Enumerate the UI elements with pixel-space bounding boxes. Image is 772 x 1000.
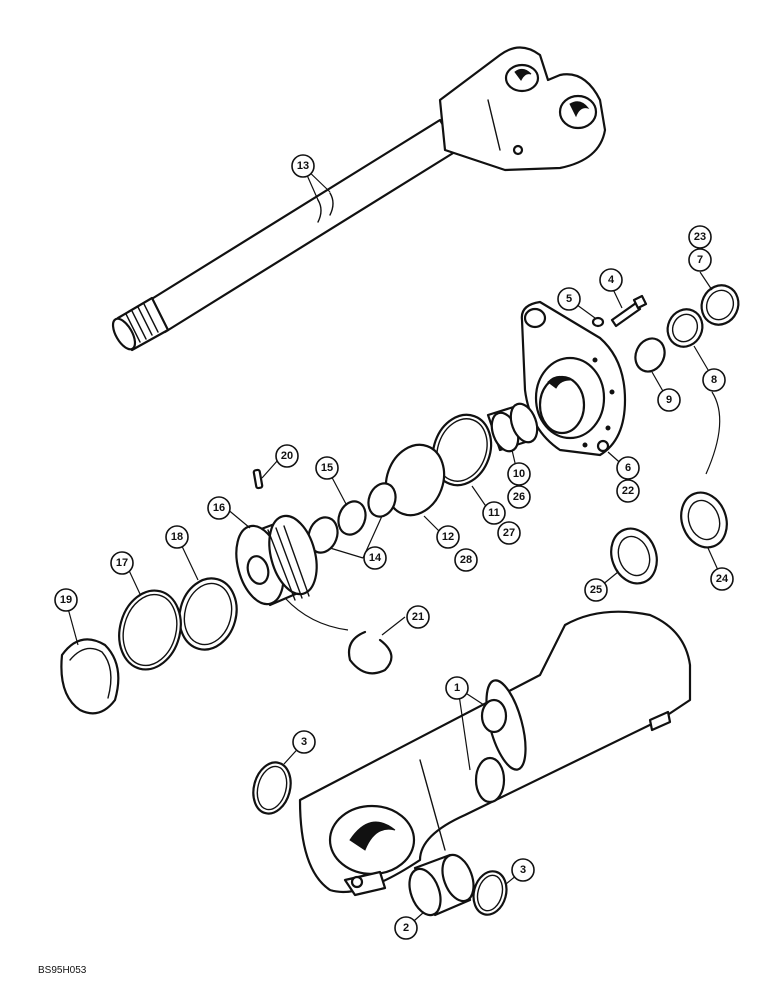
svg-text:15: 15 xyxy=(321,462,333,474)
callout-2: 2 xyxy=(394,916,418,940)
callout-18: 18 xyxy=(165,525,189,549)
callout-19: 19 xyxy=(54,588,78,612)
callout-17: 17 xyxy=(110,551,134,575)
callout-9: 9 xyxy=(657,388,681,412)
svg-text:20: 20 xyxy=(281,450,293,462)
callout-7: 7 xyxy=(688,248,712,272)
svg-text:23: 23 xyxy=(694,231,706,243)
svg-text:10: 10 xyxy=(513,468,525,480)
cylinder-barrel xyxy=(298,610,692,897)
svg-text:3: 3 xyxy=(520,864,526,876)
piston xyxy=(235,514,318,607)
retaining-ring xyxy=(347,630,393,675)
svg-text:22: 22 xyxy=(622,485,634,497)
svg-text:16: 16 xyxy=(213,502,225,514)
callout-22: 22 xyxy=(616,479,640,503)
callout-14: 14 xyxy=(363,546,387,570)
piston-rod xyxy=(111,46,607,352)
callout-3-right: 3 xyxy=(511,858,535,882)
svg-text:26: 26 xyxy=(513,491,525,503)
callout-25: 25 xyxy=(584,578,608,602)
callout-21: 21 xyxy=(406,605,430,629)
pivot-bushing xyxy=(408,853,475,917)
capscrew xyxy=(610,294,648,328)
svg-text:17: 17 xyxy=(116,557,128,569)
pivot-seal-left xyxy=(252,761,292,815)
buffer-seal xyxy=(634,337,666,373)
callout-26: 26 xyxy=(507,485,531,509)
callout-28: 28 xyxy=(454,548,478,572)
o-ring xyxy=(384,443,446,517)
figure-reference-code: BS95H053 xyxy=(38,965,87,976)
svg-text:4: 4 xyxy=(608,274,615,286)
svg-text:11: 11 xyxy=(488,507,500,519)
callout-8: 8 xyxy=(702,368,726,392)
callout-15: 15 xyxy=(315,456,339,480)
svg-text:21: 21 xyxy=(412,611,424,623)
callout-5: 5 xyxy=(557,287,581,311)
piston-o-ring xyxy=(337,500,367,536)
svg-text:19: 19 xyxy=(60,594,72,606)
lube-seal-large xyxy=(680,491,728,549)
callout-11: 11 xyxy=(482,501,506,525)
svg-text:24: 24 xyxy=(716,573,729,585)
wiper-seal xyxy=(700,284,740,326)
svg-text:12: 12 xyxy=(442,531,454,543)
svg-text:25: 25 xyxy=(590,584,602,596)
svg-text:5: 5 xyxy=(566,293,572,305)
svg-text:18: 18 xyxy=(171,531,183,543)
svg-text:13: 13 xyxy=(297,160,309,172)
callout-23: 23 xyxy=(688,225,712,249)
svg-text:6: 6 xyxy=(625,462,631,474)
callout-24: 24 xyxy=(710,567,734,591)
svg-text:1: 1 xyxy=(454,682,460,694)
callout-16: 16 xyxy=(207,496,231,520)
backup-ring xyxy=(431,413,493,487)
wear-ring xyxy=(60,638,120,715)
callout-1: 1 xyxy=(445,676,469,700)
svg-text:27: 27 xyxy=(503,527,515,539)
lube-seal-small xyxy=(610,527,658,585)
svg-text:8: 8 xyxy=(711,374,717,386)
washer xyxy=(591,316,605,328)
piston-ring xyxy=(178,577,238,651)
callout-20: 20 xyxy=(275,444,299,468)
svg-text:28: 28 xyxy=(460,554,472,566)
svg-text:9: 9 xyxy=(666,394,672,406)
callout-4: 4 xyxy=(599,268,623,292)
callout-12: 12 xyxy=(436,525,460,549)
callout-6: 6 xyxy=(616,456,640,480)
piston-seal xyxy=(118,589,182,671)
callout-27: 27 xyxy=(497,521,521,545)
rod-seal xyxy=(666,308,704,348)
pivot-seal-right xyxy=(472,870,508,916)
svg-text:3: 3 xyxy=(301,736,307,748)
svg-text:14: 14 xyxy=(369,552,382,564)
piston-backup-ring xyxy=(307,482,397,554)
svg-text:2: 2 xyxy=(403,922,409,934)
callout-3-left: 3 xyxy=(292,730,316,754)
cylinder-head xyxy=(520,300,627,457)
svg-text:7: 7 xyxy=(697,254,703,266)
callout-10: 10 xyxy=(507,462,531,486)
callout-13: 13 xyxy=(291,154,315,178)
roll-pin xyxy=(252,468,264,490)
